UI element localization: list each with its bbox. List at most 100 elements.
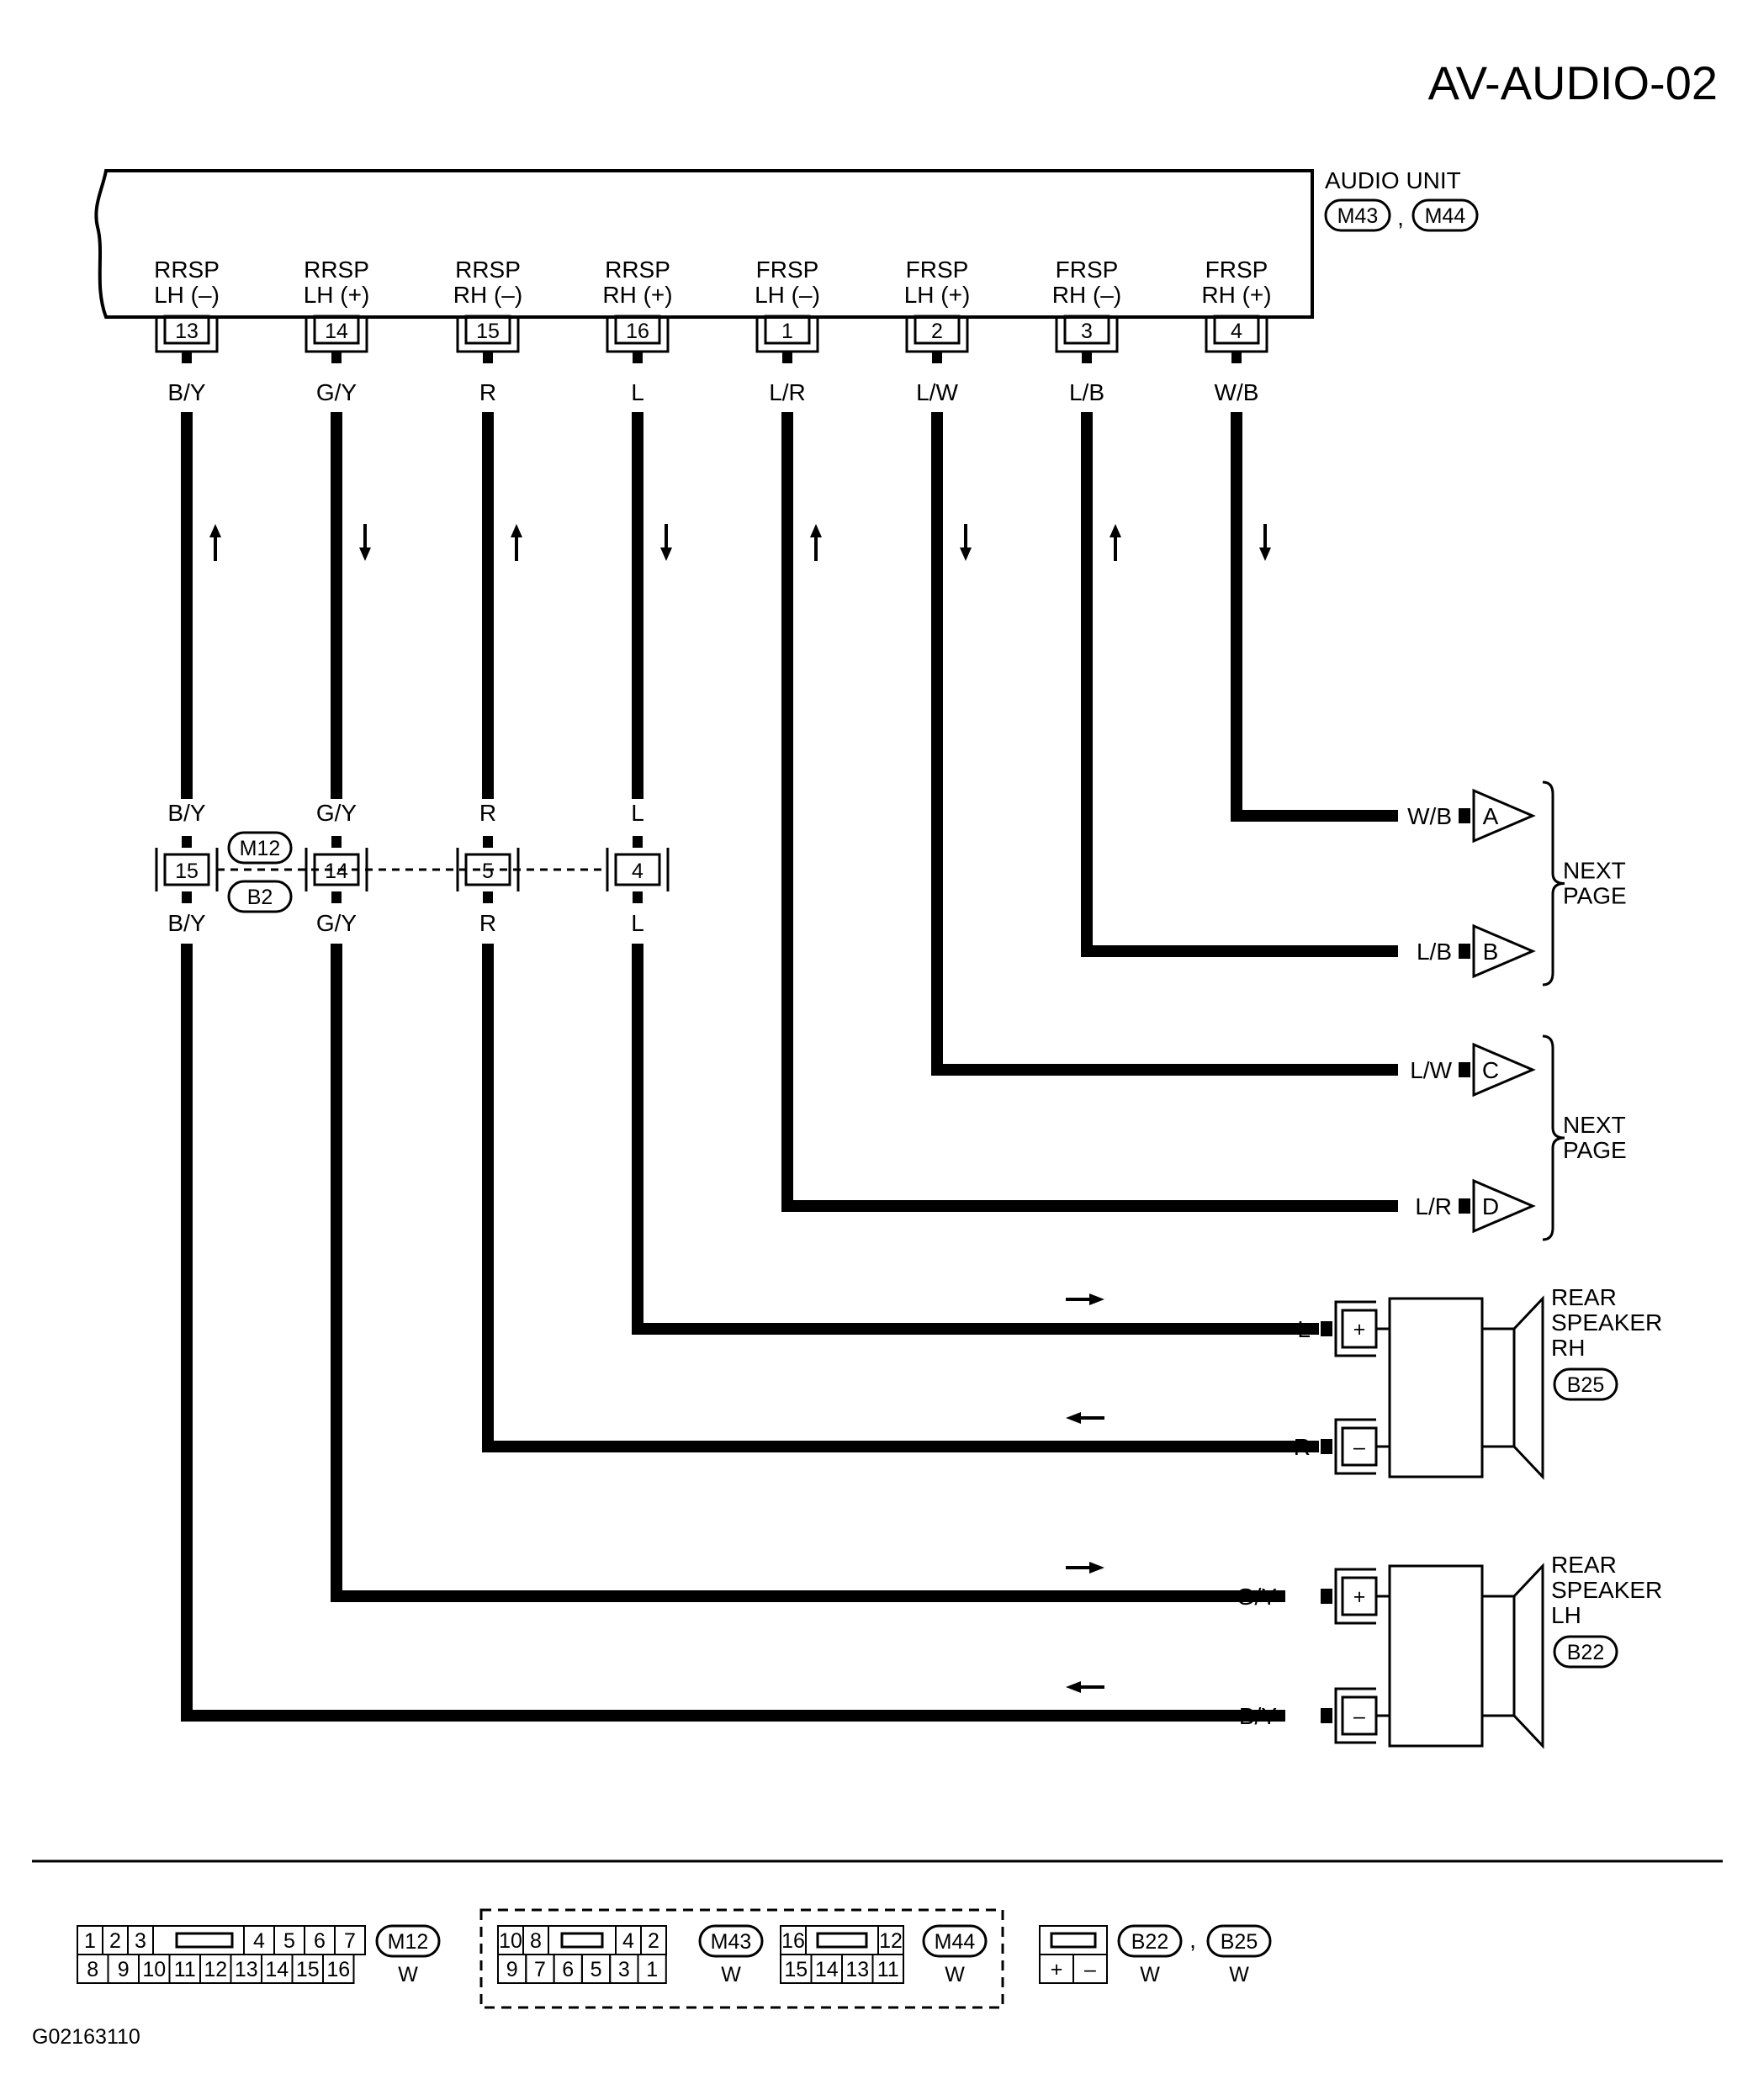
- cavity-number: 14: [815, 1958, 839, 1981]
- cavity-number: 4: [253, 1929, 265, 1953]
- cavity-number: 10: [142, 1958, 166, 1981]
- b22-b25-pins: +–: [1039, 1954, 1108, 1984]
- cavity-number: 15: [784, 1958, 808, 1981]
- terminal-function: FRSP: [1056, 257, 1119, 283]
- b22-lock-tab: [1039, 1925, 1108, 1955]
- cavity-number: 6: [562, 1958, 574, 1981]
- b25-wire-mark: W: [1229, 1963, 1249, 1986]
- b25-id: B25: [1221, 1930, 1258, 1954]
- terminal-function: FRSP: [906, 257, 969, 283]
- cavity-number: 2: [109, 1929, 121, 1953]
- speaker-terminal-minus-sign: –: [1353, 1436, 1365, 1459]
- cavity-number: 16: [326, 1958, 350, 1981]
- link-letter: B: [1483, 939, 1499, 965]
- current-direction-arrow: [209, 524, 221, 561]
- pin-number: 2: [931, 320, 943, 343]
- next-page-label-line1: NEXT: [1563, 1112, 1626, 1138]
- speaker-connector-outline: [1553, 1635, 1618, 1669]
- cavity-number: –: [1084, 1958, 1096, 1981]
- wire-color-label: R: [479, 379, 496, 405]
- current-direction-arrow: [1259, 524, 1271, 561]
- link-letter: D: [1482, 1193, 1499, 1219]
- m44-wire-mark: W: [945, 1963, 965, 1986]
- terminal-side: RH (+): [602, 282, 672, 308]
- terminal-pin-13: 13: [155, 315, 219, 363]
- wire-by-to-rear-lh-minus: [181, 944, 1285, 1722]
- m43-id: M43: [711, 1930, 752, 1954]
- wire-color-label-lower: L: [631, 910, 644, 936]
- terminal-side: LH (+): [904, 282, 971, 308]
- cavity-number: 7: [534, 1958, 546, 1981]
- speaker-magnet: [1480, 1595, 1516, 1717]
- joint-id-b2-outline: [227, 880, 293, 913]
- cavity-number: 1: [646, 1958, 658, 1981]
- separator-comma: ,: [1189, 1927, 1196, 1953]
- pin-number: 15: [476, 320, 500, 343]
- current-arrow-rear-lh-plus: [1066, 1562, 1104, 1574]
- cavity-number: 8: [530, 1929, 542, 1953]
- wire-color-label: L/B: [1069, 379, 1104, 405]
- wire-color-label-lower: R: [479, 910, 496, 936]
- wire-color-label: B/Y: [167, 379, 205, 405]
- speaker-cone: [1512, 1563, 1544, 1749]
- cavity-number: 13: [845, 1958, 869, 1981]
- speaker-body: [1388, 1297, 1484, 1478]
- speaker-plus-wire-color: G/Y: [1237, 1584, 1278, 1610]
- wire-color-label-upper: G/Y: [316, 800, 357, 826]
- current-direction-arrow: [1110, 524, 1121, 561]
- speaker-connector-outline: [1553, 1367, 1618, 1401]
- b22-wire-mark: W: [1140, 1963, 1160, 1986]
- wire-color-label-upper: L: [631, 800, 644, 826]
- speaker-plus-wire-color: L: [1297, 1316, 1311, 1342]
- wire-l-to-rear-rh-plus: [632, 944, 1319, 1335]
- cavity-number: 6: [314, 1929, 326, 1953]
- cavity-number: 16: [781, 1929, 805, 1953]
- speaker-magnet: [1480, 1327, 1516, 1448]
- next-page-label-line2: PAGE: [1563, 1137, 1627, 1163]
- cavity-number: 3: [618, 1958, 630, 1981]
- cavity-number: 12: [879, 1929, 903, 1953]
- cavity-number: 8: [87, 1958, 98, 1981]
- terminal-pin-15: 15: [456, 315, 520, 363]
- wire-color-label-lower: B/Y: [167, 910, 205, 936]
- pin-number: 15: [175, 860, 199, 883]
- cavity-number: +: [1051, 1958, 1063, 1981]
- cavity-number: 1: [84, 1929, 96, 1953]
- speaker-label-line2: SPEAKER: [1551, 1577, 1662, 1603]
- speaker-label-line1: REAR: [1551, 1284, 1617, 1310]
- current-arrow-rear-rh-minus: [1066, 1412, 1104, 1424]
- audio-unit-connector-badges: M43 , M44: [1324, 198, 1479, 232]
- b22-id-outline: [1117, 1924, 1183, 1958]
- m43-m44-group-outline: [479, 1908, 1004, 2009]
- pin-number: 14: [325, 320, 348, 343]
- joint-id-m12-outline: [227, 831, 293, 865]
- wire-wb-to-a: [1231, 412, 1398, 822]
- cavity-number: 5: [591, 1958, 602, 1981]
- joint-id-m12: M12: [240, 837, 281, 860]
- current-direction-arrow: [511, 524, 522, 561]
- m12-id: M12: [388, 1930, 429, 1954]
- cavity-number: 11: [877, 1958, 899, 1981]
- connector-badge-m43: M43: [1337, 204, 1379, 228]
- wire-color-label: W/B: [1215, 379, 1259, 405]
- cavity-number: 9: [506, 1958, 518, 1981]
- terminal-side: RH (–): [453, 282, 522, 308]
- m12-id-outline: [375, 1924, 441, 1958]
- speaker-label-line2: SPEAKER: [1551, 1309, 1662, 1336]
- terminal-pin-14: 14: [305, 315, 368, 363]
- m44-top-right: 12: [877, 1925, 904, 1955]
